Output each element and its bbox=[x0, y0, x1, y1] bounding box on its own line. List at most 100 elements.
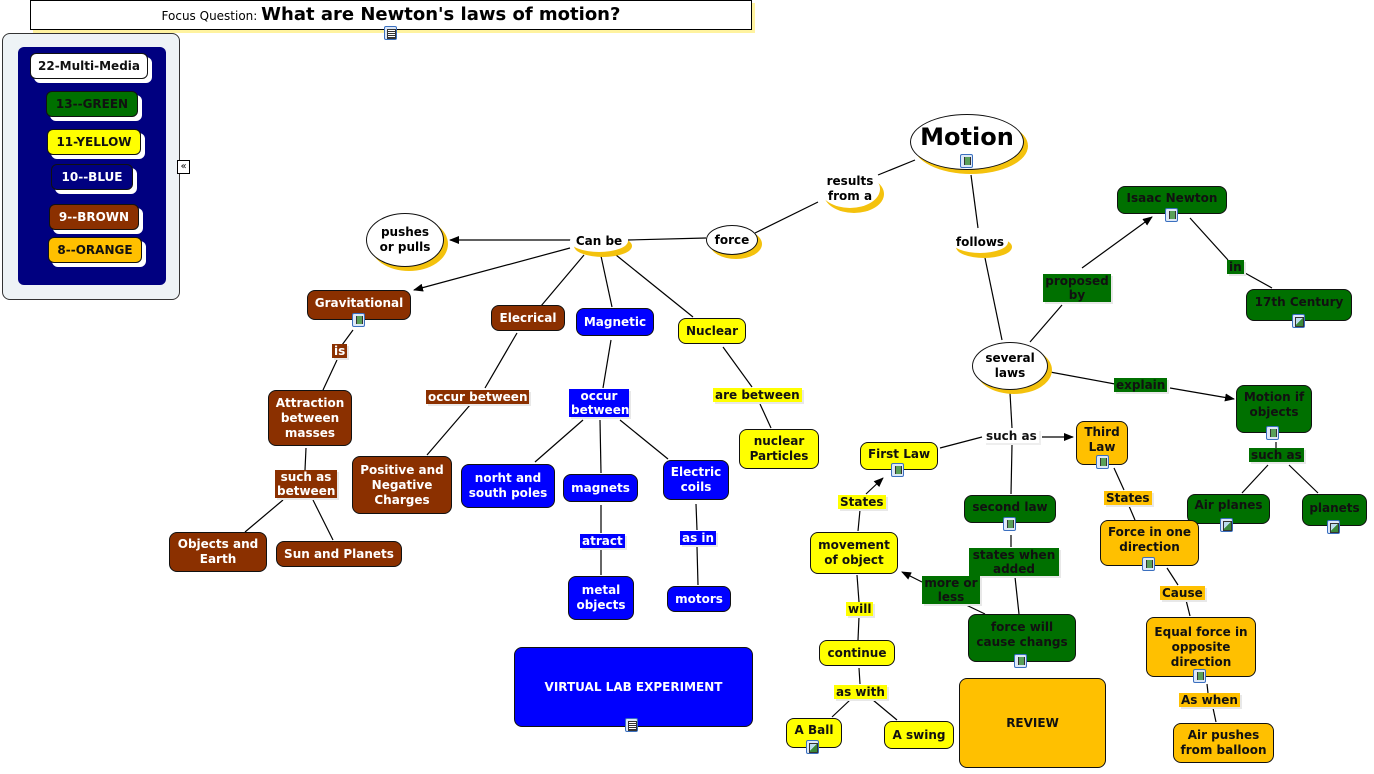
film-icon[interactable] bbox=[1193, 669, 1206, 683]
image-icon[interactable] bbox=[806, 740, 819, 754]
concept-metal-objects[interactable]: metal objects bbox=[568, 576, 634, 620]
link-more-movement bbox=[901, 571, 923, 583]
link-elec-occur bbox=[484, 332, 518, 389]
concept-planets[interactable]: planets bbox=[1302, 494, 1367, 526]
focus-question-prefix: Focus Question: bbox=[161, 9, 258, 23]
film-icon[interactable] bbox=[1266, 426, 1279, 440]
link-movement-will bbox=[856, 574, 860, 603]
concept-attraction-between-masses[interactable]: Attraction between masses bbox=[268, 390, 352, 446]
link-states-force bbox=[1014, 576, 1020, 615]
concept-motion-if-objects[interactable]: Motion if objects bbox=[1236, 385, 1312, 433]
legend-item-blue: 10--BLUE bbox=[51, 164, 133, 190]
link-asin-motors bbox=[696, 546, 699, 586]
link-phrase-states-third: States bbox=[1104, 491, 1152, 505]
link-movement-states bbox=[857, 509, 861, 532]
link-results-force bbox=[754, 201, 819, 234]
link-in-century bbox=[1244, 272, 1273, 289]
link-proposed-isaac bbox=[1081, 216, 1153, 269]
link-force-canbe bbox=[627, 237, 707, 241]
link-motion-results bbox=[877, 159, 916, 176]
focus-question: Focus Question: What are Newton's laws o… bbox=[30, 0, 752, 30]
link-canbe-nuc bbox=[615, 254, 694, 318]
link-continue-aswith bbox=[858, 667, 861, 685]
concept-motors[interactable]: motors bbox=[667, 586, 731, 612]
link-phrase-as-in: as in bbox=[680, 531, 717, 545]
film-icon[interactable] bbox=[1003, 517, 1016, 531]
concept-a-ball[interactable]: A Ball bbox=[786, 718, 842, 748]
link-phrase-as-when: As when bbox=[1179, 693, 1240, 707]
link-phrase-proposed-by: proposed by bbox=[1043, 274, 1111, 302]
link-phrase-atract: atract bbox=[580, 534, 625, 548]
concept-electric-coils[interactable]: Electric coils bbox=[663, 460, 729, 500]
link-occur-pos bbox=[426, 404, 471, 456]
film-icon[interactable] bbox=[1142, 557, 1155, 571]
link-such-planets bbox=[1288, 464, 1319, 494]
link-laws-proposed bbox=[1029, 304, 1063, 343]
link-suchas-first bbox=[939, 436, 983, 449]
film-icon[interactable] bbox=[891, 463, 904, 477]
link-phrase-will: will bbox=[846, 602, 874, 616]
virtual-lab-experiment-button[interactable]: VIRTUAL LAB EXPERIMENT bbox=[514, 647, 753, 727]
film-icon[interactable] bbox=[1096, 455, 1109, 469]
link-phrase-occur-between-brown: occur between bbox=[426, 390, 530, 404]
legend-panel: 22-Multi-Media 13--GREEN 11-YELLOW 10--B… bbox=[2, 33, 180, 300]
image-icon[interactable] bbox=[1220, 518, 1233, 532]
link-such-air bbox=[1241, 464, 1269, 494]
concept-elecrical[interactable]: Elecrical bbox=[491, 305, 565, 331]
concept-air-planes[interactable]: Air planes bbox=[1187, 494, 1270, 524]
link-cause-equal bbox=[1185, 599, 1191, 617]
link-grav-is bbox=[341, 329, 354, 346]
concept-several-laws[interactable]: several laws bbox=[972, 342, 1048, 390]
link-such-sun bbox=[312, 499, 334, 541]
concept-nuclear-particles[interactable]: nuclear Particles bbox=[739, 429, 819, 469]
legend-item-multimedia: 22-Multi-Media bbox=[30, 53, 148, 79]
link-phrase-cause: Cause bbox=[1160, 586, 1205, 600]
concept-a-swing[interactable]: A swing bbox=[884, 721, 954, 749]
concept-second-law[interactable]: second law bbox=[964, 495, 1056, 523]
link-third-states bbox=[1113, 467, 1125, 491]
concept-isaac-newton[interactable]: Isaac Newton bbox=[1117, 186, 1227, 214]
link-canbe-elec bbox=[540, 254, 585, 307]
link-laws-explain bbox=[1049, 371, 1116, 385]
film-icon[interactable] bbox=[1165, 208, 1178, 222]
link-equal-aswhen bbox=[1206, 683, 1209, 694]
legend-item-yellow: 11-YELLOW bbox=[47, 129, 141, 155]
concept-movement-of-object[interactable]: movement of object bbox=[810, 532, 898, 574]
link-aswith-swing bbox=[872, 699, 898, 721]
link-force-more bbox=[961, 602, 986, 615]
film-icon[interactable] bbox=[960, 154, 973, 168]
link-occur-north bbox=[534, 419, 584, 463]
film-icon[interactable] bbox=[352, 313, 365, 327]
image-icon[interactable] bbox=[1327, 520, 1340, 534]
link-occur-coils bbox=[619, 419, 669, 460]
concept-air-pushes-from-balloon[interactable]: Air pushes from balloon bbox=[1173, 723, 1274, 763]
link-phrase-more-or-less: more or less bbox=[922, 576, 980, 604]
link-follows-laws bbox=[984, 257, 1003, 341]
concept-force[interactable]: force bbox=[706, 225, 758, 255]
link-forceone-cause bbox=[1166, 567, 1179, 586]
concept-objects-and-earth[interactable]: Objects and Earth bbox=[169, 532, 267, 572]
concept-continue[interactable]: continue bbox=[819, 640, 895, 666]
document-icon[interactable] bbox=[625, 718, 638, 732]
link-mag-occur bbox=[602, 339, 612, 389]
concept-pushes-or-pulls[interactable]: pushes or pulls bbox=[366, 213, 444, 267]
collapse-legend-button[interactable]: « bbox=[177, 160, 190, 174]
concept-north-south-poles[interactable]: norht and south poles bbox=[461, 464, 555, 508]
concept-magnets[interactable]: magnets bbox=[563, 474, 638, 502]
link-attr-such bbox=[304, 447, 307, 471]
link-occur-magnets bbox=[599, 419, 602, 474]
concept-nuclear[interactable]: Nuclear bbox=[678, 318, 746, 344]
concept-positive-negative-charges[interactable]: Positive and Negative Charges bbox=[352, 456, 452, 514]
link-coils-asin bbox=[695, 503, 698, 531]
focus-question-text: What are Newton's laws of motion? bbox=[261, 4, 621, 25]
concept-sun-and-planets[interactable]: Sun and Planets bbox=[276, 541, 402, 567]
legend-item-green: 13--GREEN bbox=[46, 91, 138, 117]
film-icon[interactable] bbox=[1014, 654, 1027, 668]
concept-equal-force-opposite-direction[interactable]: Equal force in opposite direction bbox=[1146, 617, 1256, 677]
review-button[interactable]: REVIEW bbox=[959, 678, 1106, 768]
image-icon[interactable] bbox=[1292, 314, 1305, 328]
document-icon[interactable] bbox=[384, 26, 397, 40]
link-phrase-follows: follows bbox=[952, 231, 1008, 253]
concept-magnetic[interactable]: Magnetic bbox=[576, 308, 654, 336]
